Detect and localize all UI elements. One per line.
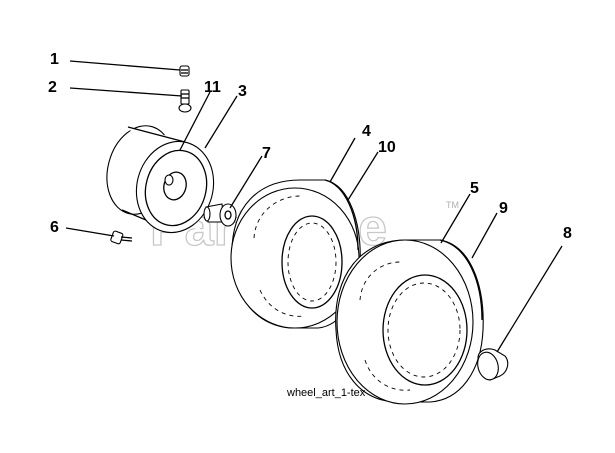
callout-10: 10 (378, 139, 396, 156)
part-tire-large[interactable] (335, 239, 484, 405)
part-tire-small[interactable] (230, 179, 361, 329)
part-bolt[interactable] (110, 230, 133, 245)
callout-3: 3 (238, 83, 247, 100)
callout-5: 5 (470, 180, 479, 197)
callout-2: 2 (48, 79, 57, 96)
diagram-caption: wheel_art_1-tex (286, 387, 366, 399)
part-hub-cap[interactable] (475, 348, 509, 382)
part-valve-cap[interactable] (179, 65, 190, 77)
part-valve-stem[interactable] (178, 89, 192, 113)
callout-8: 8 (563, 225, 572, 242)
leader-lines (65, 60, 563, 353)
callout-9: 9 (499, 200, 508, 217)
callout-1: 1 (50, 51, 59, 68)
callout-4: 4 (362, 123, 371, 140)
part-rim[interactable] (97, 118, 223, 241)
watermark-trademark: TM (446, 200, 459, 210)
part-bushing[interactable] (203, 203, 237, 227)
callout-7: 7 (262, 145, 271, 162)
callout-11: 11 (204, 79, 221, 96)
callout-6: 6 (50, 219, 59, 236)
